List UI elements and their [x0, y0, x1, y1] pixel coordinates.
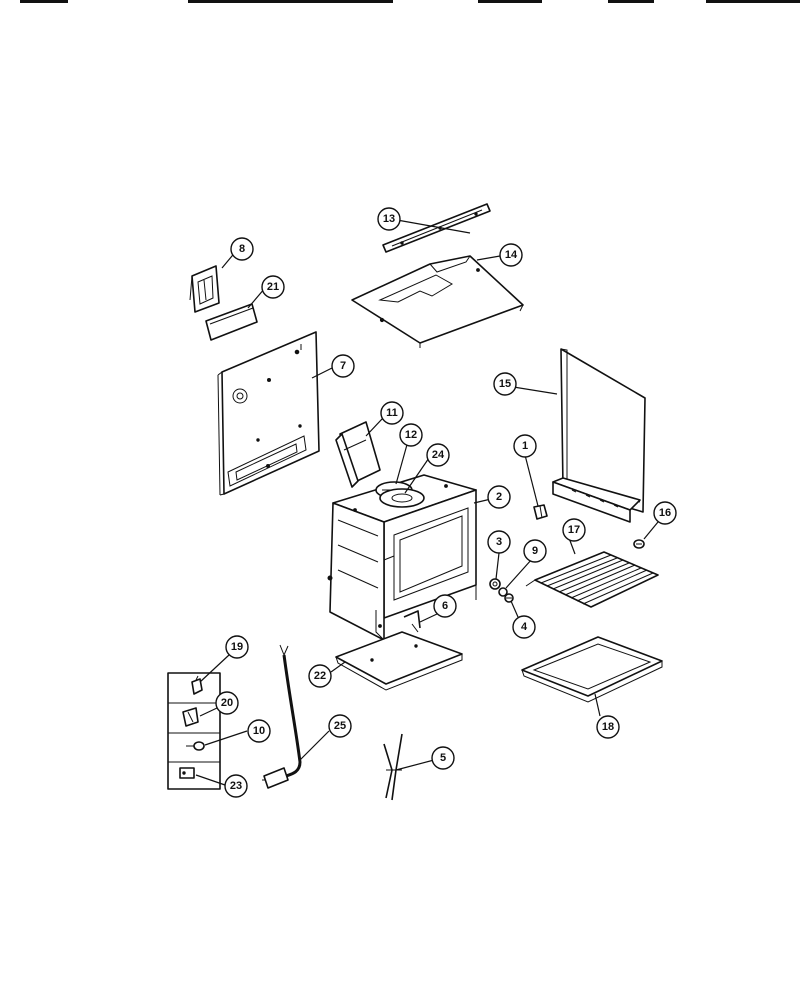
callout-label-7: 7: [340, 360, 346, 372]
header-strip: [20, 0, 800, 3]
callout-24: 24: [426, 443, 450, 467]
callout-8: 8: [230, 237, 254, 261]
part-8-bracket: [189, 265, 220, 313]
callout-label-21: 21: [267, 281, 279, 293]
callout-label-22: 22: [314, 670, 326, 682]
callout-label-8: 8: [239, 243, 245, 255]
part-9-washer: [498, 587, 508, 597]
callout-7: 7: [331, 354, 355, 378]
part-10-plug: [186, 741, 205, 751]
callout-label-15: 15: [499, 378, 511, 390]
callout-label-9: 9: [532, 545, 538, 557]
callout-label-23: 23: [230, 780, 242, 792]
callout-19: 19: [225, 635, 249, 659]
callout-label-17: 17: [568, 524, 580, 536]
callout-12: 12: [399, 423, 423, 447]
callout-label-20: 20: [221, 697, 233, 709]
part-11-vent-duct: [335, 421, 381, 488]
part-group-electrical: [167, 672, 221, 790]
part-14-top-panel: [351, 255, 524, 348]
callout-2: 2: [487, 485, 511, 509]
callout-16: 16: [653, 501, 677, 525]
callout-label-12: 12: [405, 429, 417, 441]
callout-17: 17: [562, 518, 586, 542]
leader-lines: [195, 219, 659, 786]
part-25-power-cord: [262, 644, 302, 789]
part-22-bottom-panel: [335, 631, 463, 691]
part-17-oven-rack: [525, 551, 659, 608]
callout-21: 21: [261, 275, 285, 299]
part-23-block: [179, 767, 195, 779]
part-6-bracket: [403, 610, 421, 633]
callout-label-6: 6: [442, 600, 448, 612]
callout-15: 15: [493, 372, 517, 396]
callout-label-11: 11: [386, 407, 398, 419]
callout-label-14: 14: [505, 249, 518, 261]
callout-1: 1: [513, 434, 537, 458]
callout-9: 9: [523, 539, 547, 563]
callout-label-24: 24: [432, 449, 445, 461]
part-7-back-panel: [217, 331, 320, 496]
callout-22: 22: [308, 664, 332, 688]
callout-5: 5: [431, 746, 455, 770]
callout-label-16: 16: [659, 507, 671, 519]
callout-label-18: 18: [602, 721, 614, 733]
callout-11: 11: [380, 401, 404, 425]
part-24-baffle: [379, 488, 425, 508]
part-19-switch: [191, 675, 203, 695]
part-13-trim-strip: [382, 203, 491, 253]
part-5-spring-clip: [383, 733, 403, 801]
part-21-small-panel: [205, 303, 258, 341]
callout-label-5: 5: [440, 752, 446, 764]
callout-25: 25: [328, 714, 352, 738]
part-18-broiler-pan: [521, 636, 663, 703]
callout-14: 14: [499, 243, 523, 267]
callout-20: 20: [215, 691, 239, 715]
part-20-sensor: [182, 707, 199, 727]
callout-23: 23: [224, 774, 248, 798]
callout-label-10: 10: [253, 725, 265, 737]
callout-label-13: 13: [383, 213, 395, 225]
callout-label-19: 19: [231, 641, 243, 653]
callout-label-3: 3: [496, 536, 502, 548]
callout-18: 18: [596, 715, 620, 739]
part-3-nut: [489, 578, 501, 590]
callout-label-2: 2: [496, 491, 502, 503]
part-15-door-panel: [552, 348, 646, 523]
callout-4: 4: [512, 615, 536, 639]
part-4-screw: [504, 593, 514, 603]
part-16-knob: [633, 539, 645, 549]
callout-10: 10: [247, 719, 271, 743]
callout-label-4: 4: [521, 621, 528, 633]
part-1-clip: [533, 504, 548, 520]
callout-13: 13: [377, 207, 401, 231]
callout-label-1: 1: [522, 440, 528, 452]
callout-label-25: 25: [334, 720, 346, 732]
callout-3: 3: [487, 530, 511, 554]
callout-6: 6: [433, 594, 457, 618]
